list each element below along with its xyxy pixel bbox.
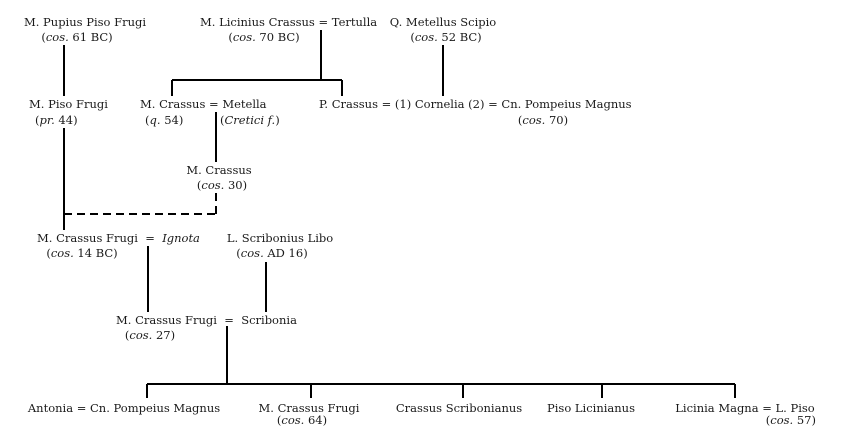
couple-crassus-tertulla: M. Licinius Crassus = Tertulla xyxy=(200,15,378,29)
person-crassus-frugi-64: M. Crassus Frugi xyxy=(258,401,360,415)
person-crassus-frugi-14bc: M. Crassus Frugi xyxy=(37,231,138,245)
person-scribonia: Scribonia xyxy=(241,313,297,327)
couple-crassus-metella: M. Crassus = Metella xyxy=(140,97,267,111)
couple-frugi-ignota: M. Crassus Frugi = Ignota xyxy=(37,231,200,245)
licinius-consulship: (cos. 70 BC) xyxy=(228,30,300,44)
l-piso-consulship: (cos. 57) xyxy=(765,413,816,427)
person-metellus-scipio: Q. Metellus Scipio xyxy=(389,15,497,29)
pompeius-consulship: (cos. 70) xyxy=(517,113,569,127)
person-tertulla: Tertulla xyxy=(331,15,378,29)
antonia-pompeius: Antonia = Cn. Pompeius Magnus xyxy=(27,401,221,415)
person-ignota: Ignota xyxy=(162,231,200,245)
person-metella: Metella xyxy=(222,97,267,111)
frugi27-consulship: (cos. 27) xyxy=(124,328,176,342)
licinia-piso: Licinia Magna = L. Piso xyxy=(675,401,815,415)
person-m-crassus-cos30: M. Crassus xyxy=(186,163,252,177)
p-crassus-cornelia-pompeius: P. Crassus = (1) Cornelia (2) = Cn. Pomp… xyxy=(319,97,632,111)
person-scribonius-libo: L. Scribonius Libo xyxy=(226,231,334,245)
m-crassus-quaestorship: (q. 54) xyxy=(145,113,184,127)
frugi14-consulship: (cos. 14 BC) xyxy=(46,246,118,260)
libo-consulship: (cos. AD 16) xyxy=(236,246,308,260)
pupius-consulship: (cos. 61 BC) xyxy=(41,30,113,44)
frugi64-consulship: (cos. 64) xyxy=(276,413,328,427)
person-pupius-piso-frugi: M. Pupius Piso Frugi xyxy=(23,15,147,29)
metellus-consulship: (cos. 52 BC) xyxy=(410,30,482,44)
person-piso-frugi: M. Piso Frugi xyxy=(29,97,108,111)
couple-frugi-scribonia: M. Crassus Frugi = Scribonia xyxy=(116,313,297,327)
person-crassus-frugi-27: M. Crassus Frugi xyxy=(116,313,217,327)
person-piso-licinianus: Piso Licinianus xyxy=(547,401,635,415)
person-licinius-crassus: M. Licinius Crassus xyxy=(200,15,315,29)
metella-filiation: (Cretici f.) xyxy=(220,113,280,127)
piso-praetorship: (pr. 44) xyxy=(35,113,78,127)
person-m-crassus: M. Crassus xyxy=(140,97,206,111)
m-crassus-consulship: (cos. 30) xyxy=(196,178,248,192)
person-crassus-scribonianus: Crassus Scribonianus xyxy=(395,401,523,415)
